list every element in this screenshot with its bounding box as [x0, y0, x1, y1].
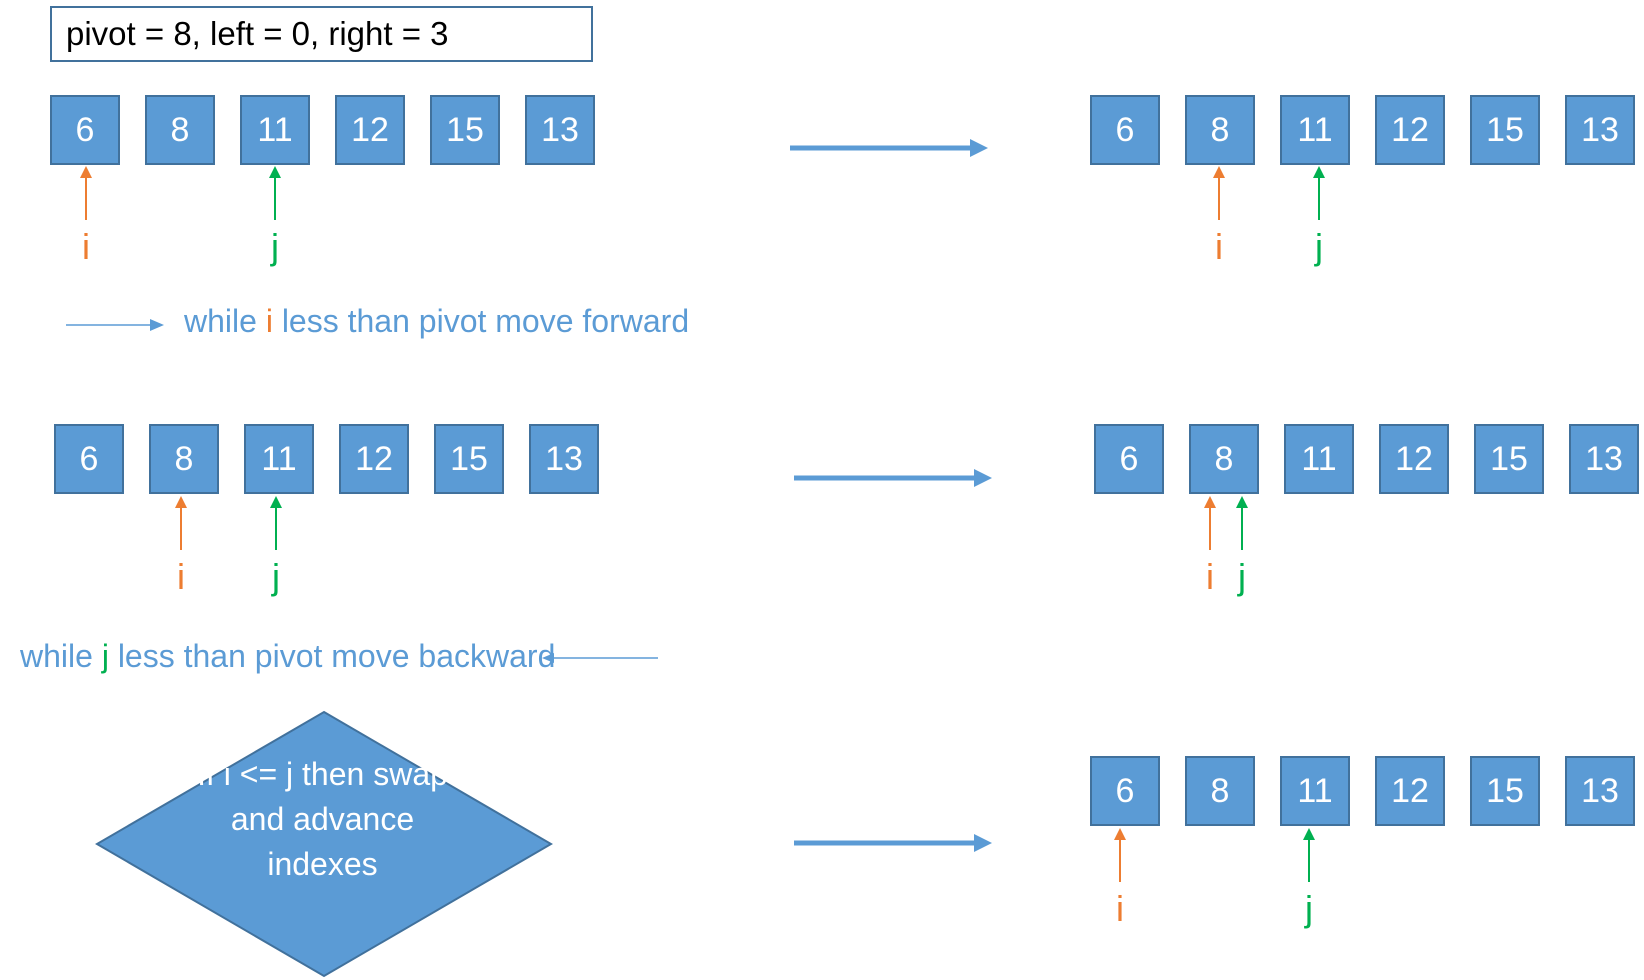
pointer-label-j: j	[272, 556, 280, 597]
caption-forward-var: i	[265, 303, 273, 339]
transition-arrow-icon	[790, 139, 988, 157]
array-cell: 8	[1189, 424, 1259, 494]
arrow-up-icon	[1303, 828, 1315, 840]
array-cell: 15	[1474, 424, 1544, 494]
pointer-line	[274, 176, 276, 220]
array-cell: 15	[434, 424, 504, 494]
pointer-label-i: i	[82, 226, 90, 267]
pointer-label-j: j	[1305, 888, 1313, 929]
arrow-up-icon	[1213, 166, 1225, 178]
pointer-label-i: i	[1206, 556, 1214, 597]
pointer-line	[1308, 838, 1310, 882]
pivot-info-text: pivot = 8, left = 0, right = 3	[66, 15, 449, 52]
caption-backward: while j less than pivot move backward	[20, 638, 555, 675]
array-cell: 6	[50, 95, 120, 165]
array-cell: 11	[1280, 756, 1350, 826]
pointer-line	[1318, 176, 1320, 220]
array-cell: 15	[430, 95, 500, 165]
array-cell: 12	[339, 424, 409, 494]
arrow-up-icon	[80, 166, 92, 178]
caption-backward-prefix: while	[20, 638, 102, 674]
pointer-label-j: j	[1315, 226, 1323, 267]
array-cell: 12	[1375, 95, 1445, 165]
array-cell: 11	[1280, 95, 1350, 165]
array-cell: 11	[1284, 424, 1354, 494]
array-cell: 8	[1185, 756, 1255, 826]
pointer-line	[180, 506, 182, 550]
caption-forward-suffix: less than pivot move forward	[272, 303, 690, 339]
array-cell: 13	[525, 95, 595, 165]
array-cell: 8	[1185, 95, 1255, 165]
pointer-line	[1241, 506, 1243, 550]
arrow-up-icon	[269, 166, 281, 178]
transition-arrow-icon	[794, 469, 992, 487]
pointer-label-i: i	[1215, 226, 1223, 267]
pointer-line	[275, 506, 277, 550]
array-cell: 6	[1090, 756, 1160, 826]
array-cell: 11	[244, 424, 314, 494]
pointer-line	[1209, 506, 1211, 550]
array-cell: 13	[1565, 95, 1635, 165]
decision-text: If i <= j then swap and advance indexes	[197, 756, 448, 882]
arrow-up-icon	[1313, 166, 1325, 178]
arrow-up-icon	[270, 496, 282, 508]
array-cell: 15	[1470, 756, 1540, 826]
array-cell: 8	[149, 424, 219, 494]
forward-arrow-icon	[66, 319, 164, 331]
array-cell: 12	[1379, 424, 1449, 494]
array-cell: 15	[1470, 95, 1540, 165]
backward-arrow-icon	[542, 653, 658, 663]
caption-backward-var: j	[101, 638, 109, 674]
caption-forward: while i less than pivot move forward	[184, 303, 689, 340]
caption-forward-prefix: while	[184, 303, 266, 339]
pointer-label-j: j	[1238, 556, 1246, 597]
array-cell: 13	[529, 424, 599, 494]
array-cell: 13	[1565, 756, 1635, 826]
pointer-line	[1218, 176, 1220, 220]
arrow-up-icon	[175, 496, 187, 508]
array-cell: 12	[1375, 756, 1445, 826]
array-cell: 11	[240, 95, 310, 165]
array-cell: 12	[335, 95, 405, 165]
arrow-up-icon	[1236, 496, 1248, 508]
caption-backward-suffix: less than pivot move backward	[108, 638, 556, 674]
pointer-label-i: i	[1116, 888, 1124, 929]
transition-arrow-icon	[794, 834, 992, 852]
array-cell: 6	[1094, 424, 1164, 494]
pointer-label-j: j	[271, 226, 279, 267]
pointer-line	[85, 176, 87, 220]
array-cell: 13	[1569, 424, 1639, 494]
array-cell: 6	[54, 424, 124, 494]
array-cell: 6	[1090, 95, 1160, 165]
pointer-label-i: i	[177, 556, 185, 597]
arrow-up-icon	[1204, 496, 1216, 508]
array-cell: 8	[145, 95, 215, 165]
pivot-info-box: pivot = 8, left = 0, right = 3	[50, 6, 593, 62]
arrow-up-icon	[1114, 828, 1126, 840]
pointer-line	[1119, 838, 1121, 882]
